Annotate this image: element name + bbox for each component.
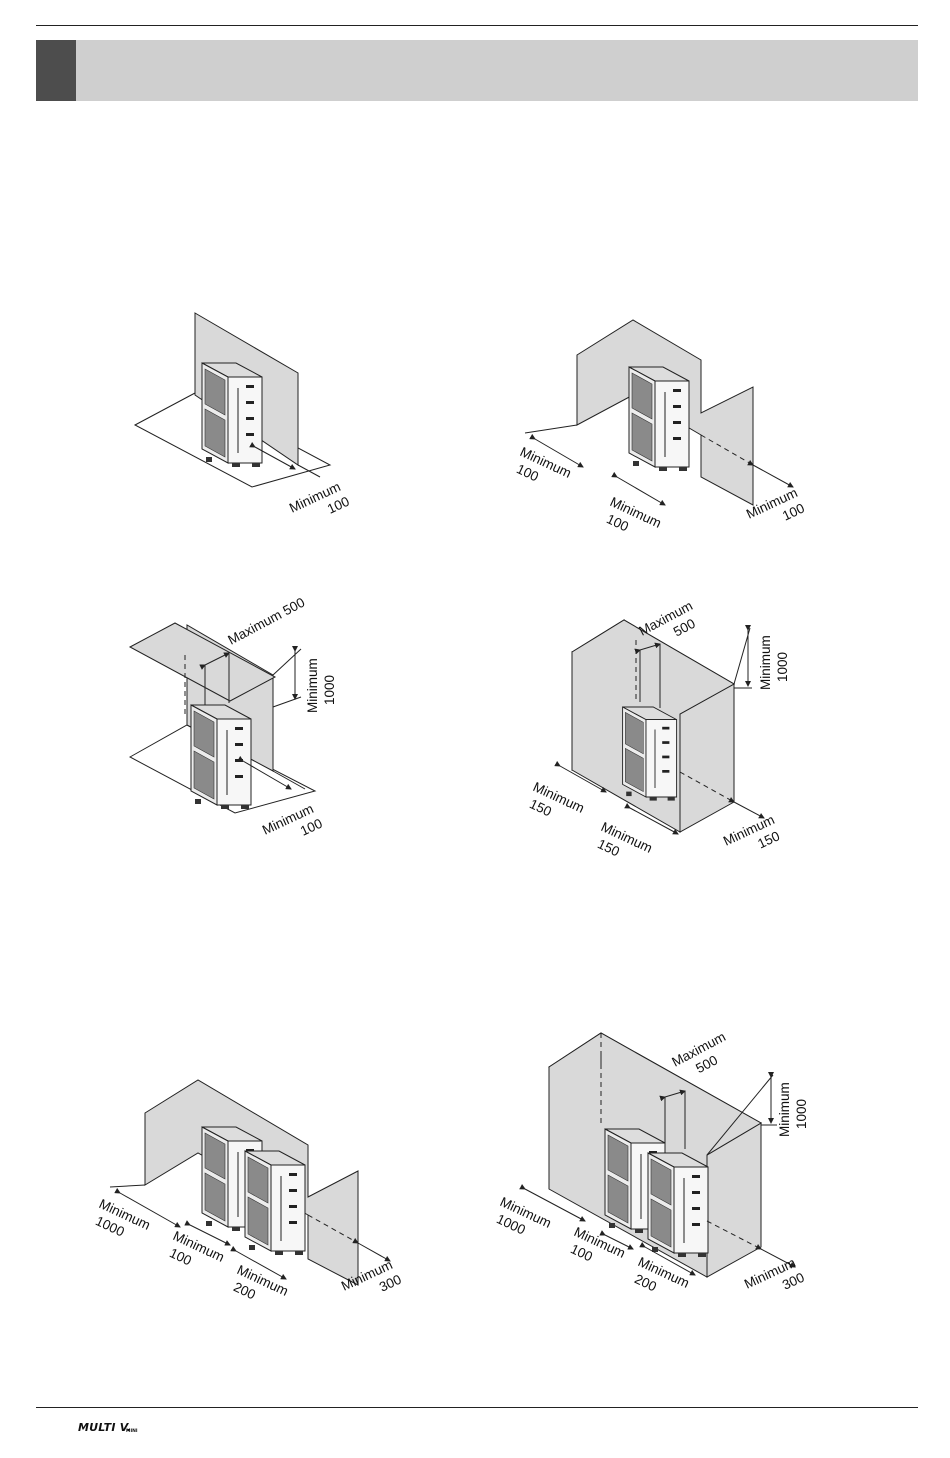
- dimension-label: Minimum 150: [721, 812, 784, 864]
- dimension-label: Minimum 1000: [777, 1082, 809, 1137]
- brand-logo-sub: MINI: [126, 1429, 138, 1434]
- outdoor-unit: [191, 705, 251, 809]
- dimension-label: Minimum 100: [164, 1228, 227, 1280]
- dimension-label: Minimum 1000: [305, 658, 337, 713]
- dimension-label: Minimum 100: [260, 800, 325, 853]
- label-word: Minimum: [758, 635, 773, 690]
- label-value: 1000: [794, 1099, 809, 1129]
- outdoor-unit-right: [648, 1153, 708, 1257]
- outdoor-unit: [623, 707, 677, 801]
- dimension-label: Minimum 100: [565, 1224, 628, 1276]
- clearance-diagram-3: Maximum 500 Minimum 1000 Minimum 100: [125, 585, 355, 845]
- bottom-rule: [36, 1407, 918, 1408]
- dimension-label: Maximum 500: [225, 595, 307, 648]
- dimension-label: Minimum 100: [601, 494, 664, 546]
- dimension-label: Minimum 200: [228, 1262, 291, 1314]
- dimension-label: Minimum 150: [524, 779, 587, 831]
- clearance-diagram-2: Minimum 100 Minimum 100 Minimum 100: [505, 315, 825, 555]
- clearance-diagram-1: Minimum 100: [130, 305, 350, 535]
- section-header-block: [36, 40, 76, 101]
- dimension-label: Minimum 300: [742, 1254, 807, 1307]
- label-word: Maximum 500: [225, 595, 307, 648]
- clearance-diagram-5: Minimum 1000 Minimum 100 Minimum 200 Min…: [90, 1075, 420, 1335]
- dimension-label: Minimum 100: [287, 478, 352, 531]
- label-word: Minimum: [777, 1082, 792, 1137]
- dimension-label: Minimum 1000: [491, 1194, 554, 1246]
- brand-logo-text: MULTI V.: [78, 1421, 131, 1434]
- outdoor-unit-right: [245, 1151, 305, 1255]
- dimension-label: Minimum 150: [592, 819, 655, 871]
- dimension-label: Minimum 1000: [90, 1196, 153, 1248]
- dimension-label: Minimum 1000: [758, 635, 790, 690]
- label-value: 1000: [322, 675, 337, 705]
- dimension-label: Maximum 500: [669, 1029, 736, 1085]
- brand-logo: MULTI V. MINI: [78, 1418, 131, 1436]
- section-header-bar: [36, 40, 918, 101]
- label-value: 1000: [775, 652, 790, 682]
- outdoor-unit: [202, 363, 262, 467]
- dimension-label: Minimum 100: [511, 444, 574, 496]
- top-rule: [36, 25, 918, 26]
- label-word: Minimum: [305, 658, 320, 713]
- clearance-diagram-6: Maximum 500 Minimum 1000 Minimum 1000 Mi…: [485, 1025, 845, 1325]
- outdoor-unit: [629, 367, 689, 471]
- clearance-diagram-4: Maximum 500 Minimum 1000 Minimum 150 Min…: [520, 590, 820, 880]
